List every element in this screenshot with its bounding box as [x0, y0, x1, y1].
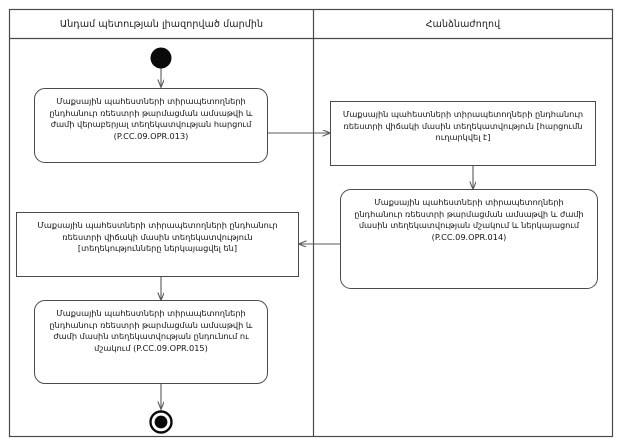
- activity-node-receive-process-opr015-label: Մաքսային պահեստների տիրապետողների ընդհան…: [49, 308, 253, 353]
- activity-node-process-submit-opr014[interactable]: Մաքսային պահեստների տիրապետողների ընդհան…: [340, 189, 598, 289]
- activity-node-request-opr013[interactable]: Մաքսային պահեստների տիրապետողների ընդհան…: [34, 88, 268, 163]
- object-node-registry-state-info-submitted[interactable]: Մաքսային պահեստների տիրապետողների ընդհան…: [16, 212, 299, 277]
- object-node-registry-state-info-submitted-label: Մաքսային պահեստների տիրապետողների ընդհան…: [37, 220, 278, 254]
- lane-header-member-state-label: Անդամ պետության լիազորված մարմին: [59, 18, 264, 30]
- object-node-registry-state-request-sent-label: Մաքսային պահեստների տիրապետողների ընդհան…: [342, 109, 584, 143]
- activity-node-request-opr013-label: Մաքսային պահեստների տիրապետողների ընդհան…: [49, 96, 253, 141]
- initial-node: [150, 47, 172, 69]
- final-node-inner-dot: [154, 415, 168, 429]
- object-node-registry-state-request-sent[interactable]: Մաքսային պահեստների տիրապետողների ընդհան…: [330, 101, 596, 166]
- lane-header-member-state: Անդամ պետության լիազորված մարմին: [10, 10, 313, 38]
- lane-header-commission: Հանձնաժողով: [314, 10, 612, 38]
- lane-header-commission-label: Հանձնաժողով: [425, 18, 501, 30]
- activity-node-process-submit-opr014-label: Մաքսային պահեստների տիրապետողների ընդհան…: [354, 197, 584, 242]
- activity-node-receive-process-opr015[interactable]: Մաքսային պահեստների տիրապետողների ընդհան…: [34, 300, 268, 384]
